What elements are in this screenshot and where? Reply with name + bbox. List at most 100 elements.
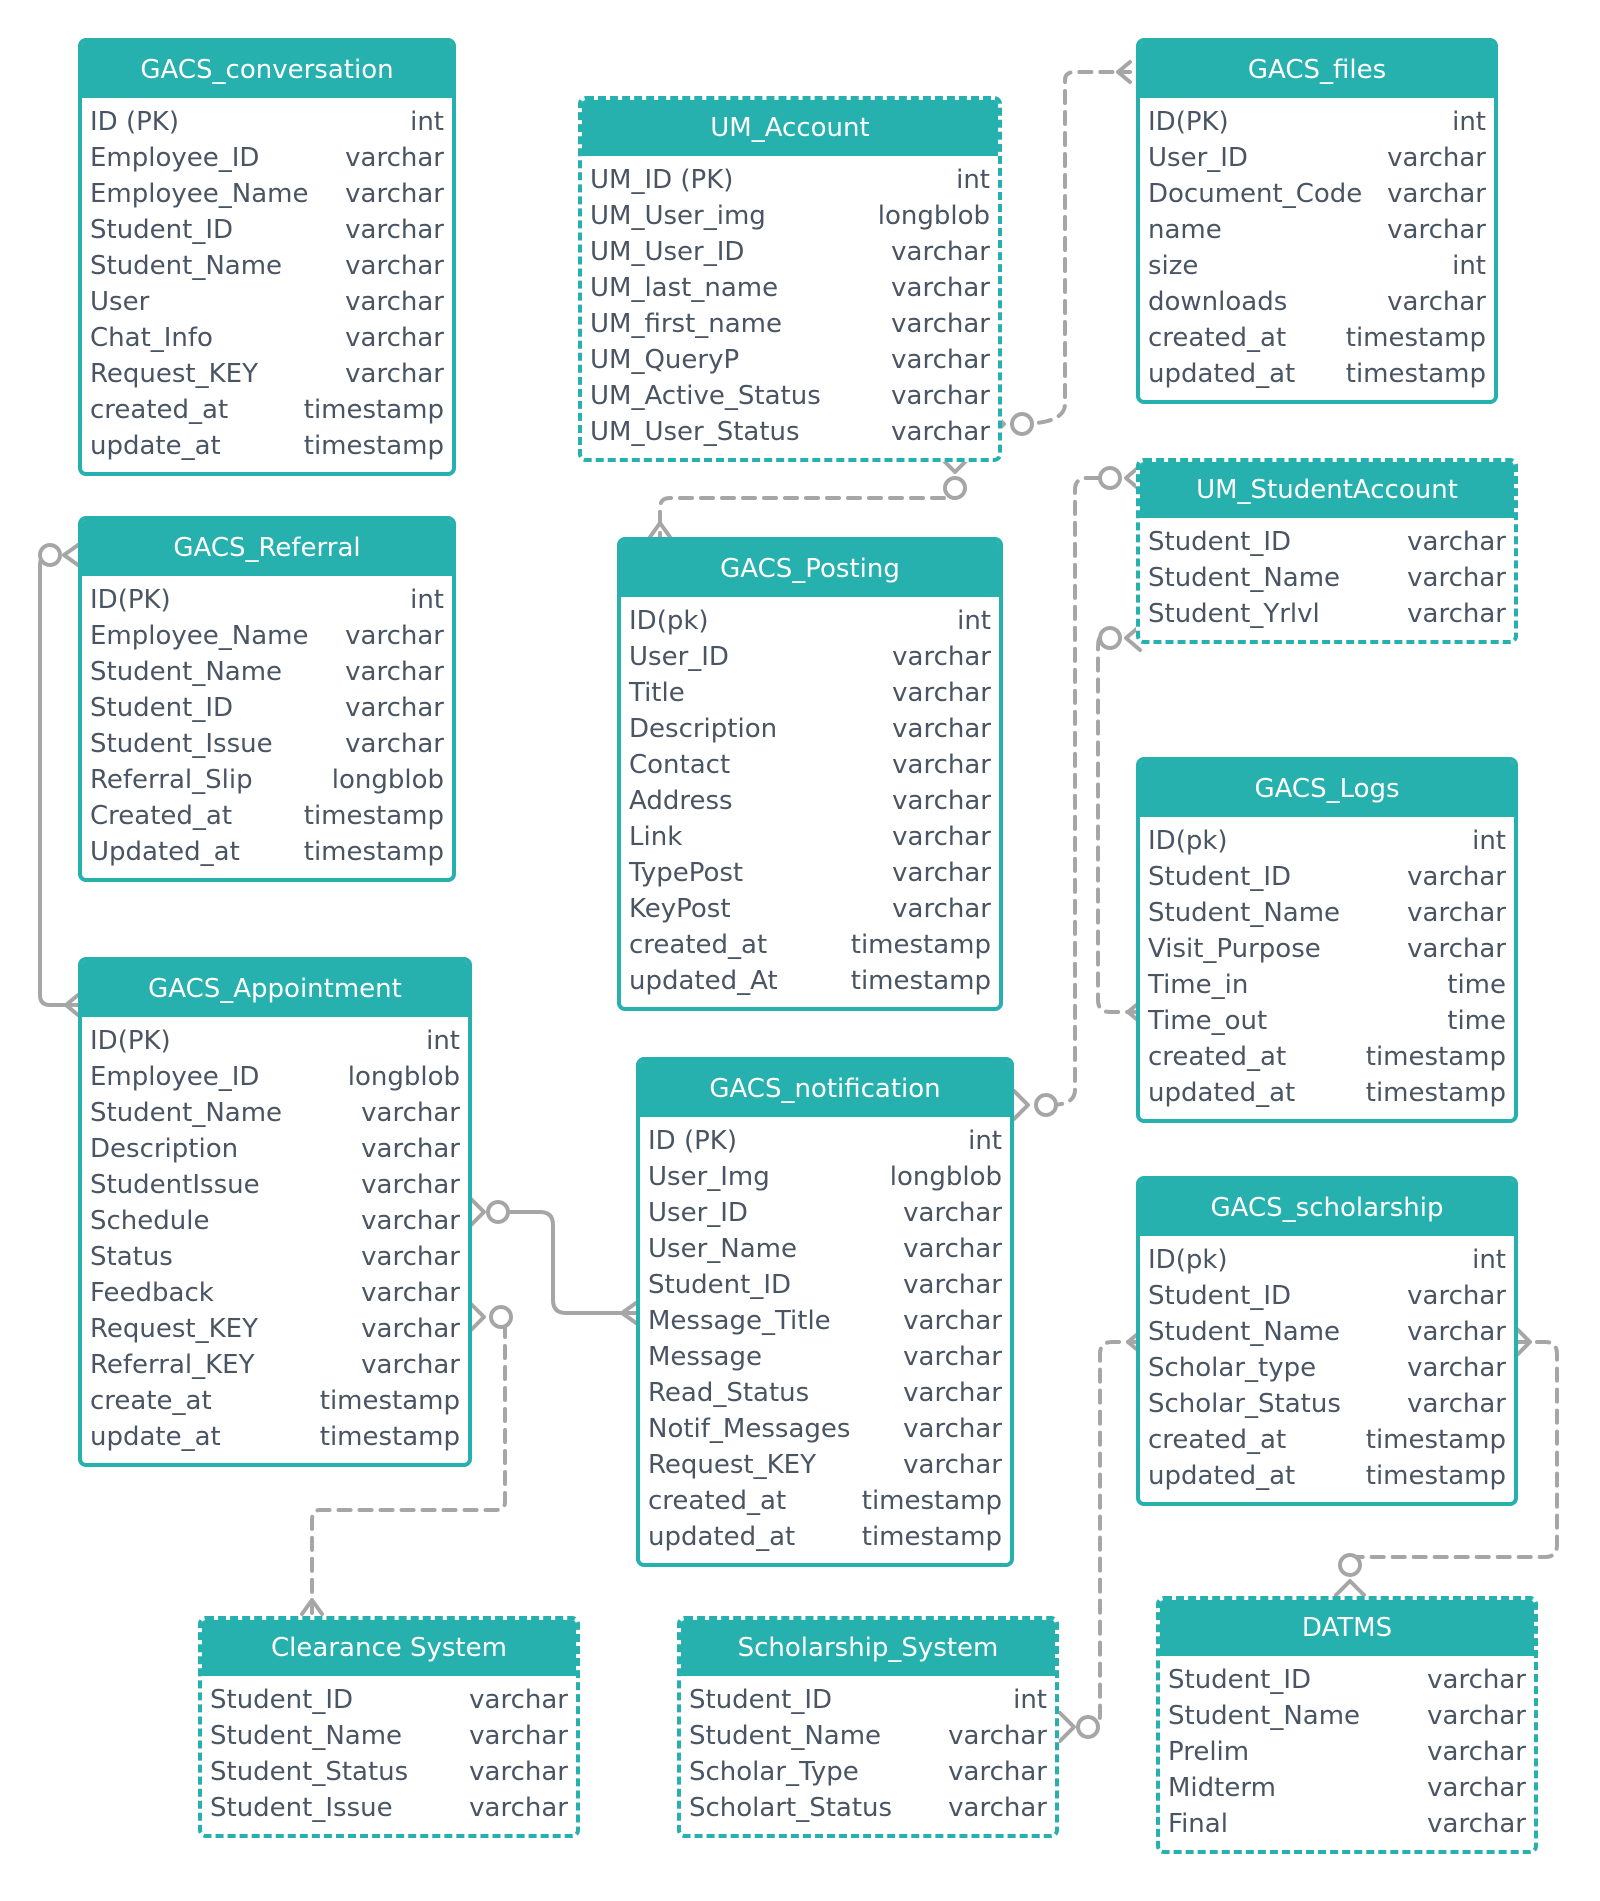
field-type: varchar [345,657,444,687]
field-name: Student_ID [90,215,234,245]
field-type: varchar [892,642,991,672]
field-type: varchar [345,215,444,245]
field-type: timestamp [303,801,444,831]
field-name: created_at [629,930,768,960]
field-name: Feedback [90,1278,214,1308]
field-name: updated_at [1148,359,1296,389]
field-type: int [1472,826,1506,856]
field-name: size [1148,251,1199,281]
field-row-user-id: User_ID varchar [629,639,991,675]
table-title: GACS_scholarship [1140,1180,1514,1236]
field-name: update_at [90,431,221,461]
field-name: Employee_Name [90,621,309,651]
field-name: Student_Name [90,1098,283,1128]
field-name: Student_Issue [210,1793,393,1823]
field-type: varchar [891,309,990,339]
field-row-id-pk: ID (PK)int [90,104,444,140]
field-type: varchar [903,1198,1002,1228]
connector-appointment-clearance [300,1301,513,1616]
field-name: Contact [629,750,731,780]
field-type: varchar [892,858,991,888]
connector-studentaccount-logs [1096,624,1142,1024]
field-name: User_Name [648,1234,797,1264]
field-name: ID (PK) [648,1126,737,1156]
field-type: timestamp [303,837,444,867]
table-title: Clearance System [202,1620,576,1676]
field-type: varchar [469,1793,568,1823]
field-type: varchar [1427,1701,1526,1731]
field-name: User_ID [629,642,729,672]
field-type: varchar [1407,1281,1506,1311]
field-name: UM_User_ID [590,237,745,267]
table-title: GACS_Logs [1140,761,1514,817]
field-name: Student_Name [210,1721,403,1751]
field-name: create_at [90,1386,212,1416]
field-name: Message_Title [648,1306,831,1336]
field-type: varchar [892,750,991,780]
field-type: varchar [948,1721,1047,1751]
field-name: Request_KEY [90,1314,258,1344]
field-name: Student_ID [1148,527,1292,557]
field-type: varchar [469,1721,568,1751]
field-type: varchar [469,1685,568,1715]
field-name: UM_Active_Status [590,381,821,411]
field-type: varchar [345,287,444,317]
field-type: varchar [948,1793,1047,1823]
field-name: created_at [1148,1425,1287,1455]
field-name: Employee_ID [90,1062,260,1092]
field-type: varchar [1407,527,1506,557]
table-title: GACS_Referral [82,520,452,576]
field-type: longblob [889,1162,1002,1192]
field-name: UM_last_name [590,273,779,303]
field-name: updated_at [648,1522,796,1552]
field-row-id-pk: ID(pk)int [629,603,991,639]
field-name: ID(pk) [629,606,709,636]
field-type: int [410,585,444,615]
field-name: Student_Issue [90,729,273,759]
field-type: varchar [1407,599,1506,629]
field-type: time [1447,1006,1506,1036]
field-name: Student_Name [689,1721,882,1751]
field-name: Time_out [1148,1006,1268,1036]
field-name: Student_Name [90,657,283,687]
field-name: Schedule [90,1206,210,1236]
field-name: downloads [1148,287,1288,317]
field-name: UM_User_img [590,201,766,231]
field-type: timestamp [861,1486,1002,1516]
field-row-student-name: Student_Name varchar [90,654,444,690]
